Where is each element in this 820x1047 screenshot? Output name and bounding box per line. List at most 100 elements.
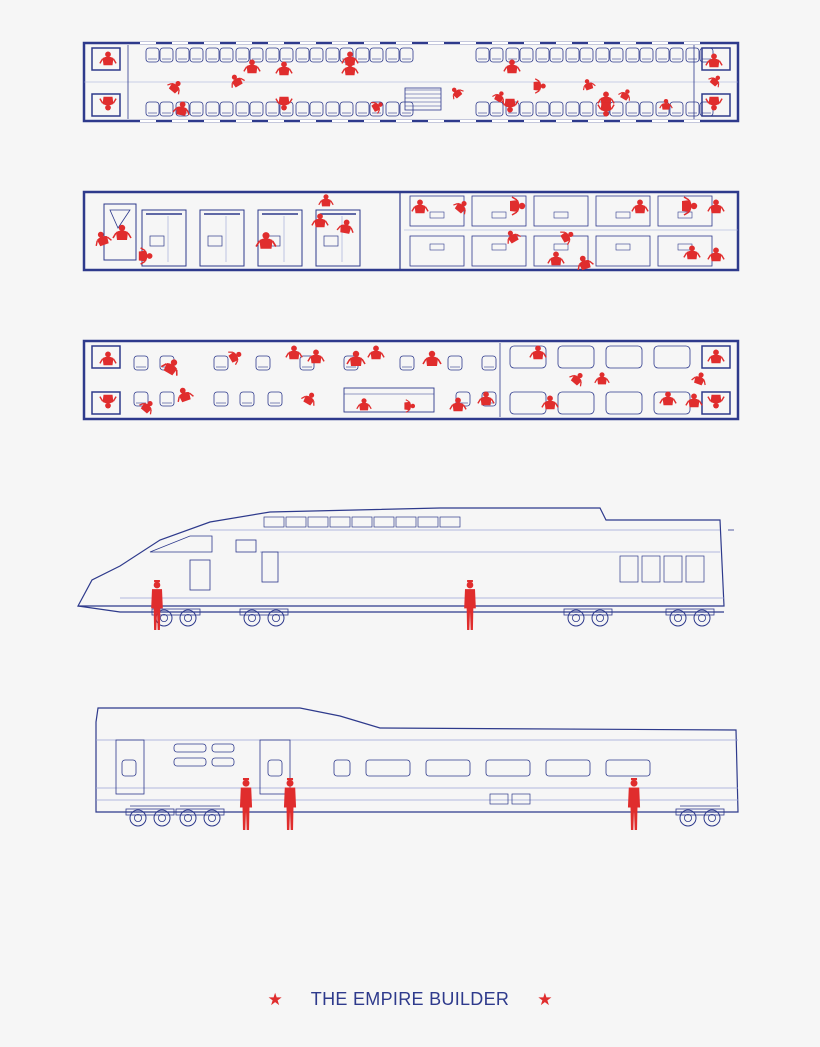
person-figure [99,96,117,111]
head [553,251,559,258]
seat [669,101,684,117]
arms [318,200,334,206]
outline [325,47,340,63]
body [259,238,273,249]
arms [691,376,706,386]
hat [154,580,160,583]
body [168,82,180,94]
arms [453,202,466,215]
person-figure [449,397,467,412]
head [599,372,605,378]
bogie [675,805,725,827]
seat [159,391,175,407]
head [347,51,353,58]
arms [569,374,582,387]
arms [307,356,325,362]
outline [475,101,490,117]
porthole-window [333,759,351,777]
person-figure [172,101,190,116]
person-figure [275,61,293,76]
person-figure [569,372,583,387]
seat [399,355,415,371]
outline [669,101,684,117]
body [340,224,352,234]
head [373,345,379,352]
wheel-rim [693,609,711,627]
body [708,96,720,106]
person-figure [95,231,112,247]
standing-figure [464,580,476,630]
outline [475,47,490,63]
outline [685,101,700,117]
table [553,243,569,251]
outline [235,101,250,117]
arms [243,66,261,72]
body [102,394,114,404]
head [343,219,350,226]
head [698,372,704,378]
arms [411,206,429,212]
arms [140,247,146,265]
seat [447,355,463,371]
head [179,387,186,394]
outline [685,47,700,63]
seat [265,47,280,63]
outline [205,47,220,63]
outline [249,47,264,63]
person-figure [404,399,416,413]
arms [501,100,519,106]
outline [213,391,229,407]
wheel-hub [133,814,142,823]
wheel [703,809,721,827]
table [615,243,631,251]
arms [541,402,559,408]
person-figure [691,372,706,386]
head [313,349,319,356]
body [344,66,356,76]
roomette [533,235,589,267]
head [713,402,719,409]
arms [659,104,673,109]
body [510,200,520,212]
body [662,396,674,406]
bogie [563,605,613,627]
person-figure [685,393,703,408]
seat [205,47,220,63]
body [709,77,720,87]
passenger-window [605,759,651,777]
wheel-rim [591,609,609,627]
body [506,64,518,74]
arms [511,196,518,216]
table [491,243,507,251]
seat [205,101,220,117]
person-figure [529,345,547,360]
arms [167,82,180,95]
head [179,101,186,108]
roof-vent [373,516,395,528]
person-figure [341,51,359,66]
outline [219,101,234,117]
roomette [409,195,465,227]
head [309,392,315,398]
arms [477,398,495,404]
person-figure [255,232,277,249]
outline [213,355,229,371]
head [507,106,513,113]
body [278,96,290,106]
seat [159,47,174,63]
person-figure [285,345,303,360]
person-figure [683,245,701,260]
body [550,256,562,266]
person-figure [707,247,725,262]
outline [255,355,271,371]
roof-vent [285,516,307,528]
wheel-hub [684,814,693,823]
arms [707,396,725,402]
head [352,350,360,358]
arms [95,236,112,246]
arms [336,225,354,233]
body [452,402,464,412]
body [532,350,544,360]
head [547,395,553,402]
